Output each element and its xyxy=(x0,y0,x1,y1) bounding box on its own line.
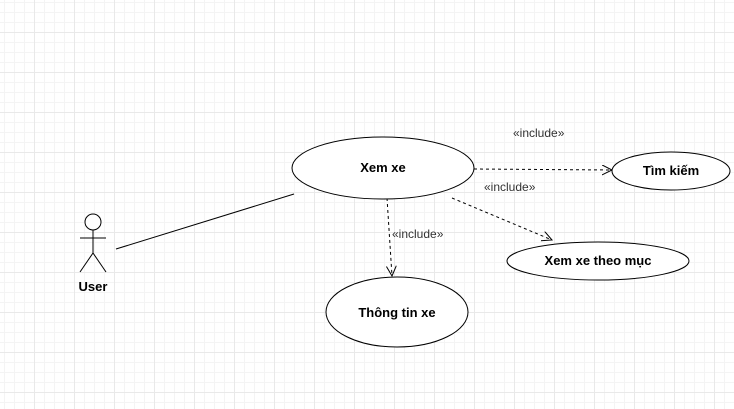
use-case-tim-kiem[interactable]: Tìm kiếm xyxy=(611,151,731,191)
association-line[interactable] xyxy=(115,193,295,250)
use-case-label: Xem xe xyxy=(360,160,406,175)
include-label-tim-kiem: «include» xyxy=(513,126,565,140)
use-case-label: Tìm kiếm xyxy=(643,163,699,178)
actor-label: User xyxy=(79,279,108,294)
use-case-label: Xem xe theo mục xyxy=(545,253,652,268)
include-arrow-tim-kiem[interactable] xyxy=(473,169,612,170)
include-arrow-thong-tin[interactable] xyxy=(387,197,392,276)
use-case-xem-xe-theo-muc[interactable]: Xem xe theo mục xyxy=(506,241,690,281)
use-case-thong-tin-xe[interactable]: Thông tin xe xyxy=(325,276,469,348)
actor-head-icon xyxy=(84,213,102,231)
use-case-label: Thông tin xe xyxy=(358,305,435,320)
actor-user[interactable] xyxy=(79,213,107,273)
include-label-thong-tin: «include» xyxy=(392,227,444,241)
include-label-theo-muc: «include» xyxy=(484,180,536,194)
include-arrow-theo-muc[interactable] xyxy=(451,197,552,240)
use-case-xem-xe[interactable]: Xem xe xyxy=(291,136,475,200)
